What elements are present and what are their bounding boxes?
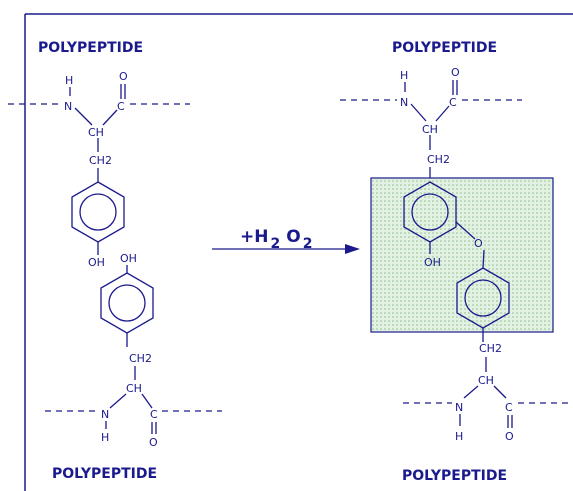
methylene-group: CH2: [129, 352, 152, 365]
alpha-carbon: CH: [126, 382, 142, 395]
left-structure: POLYPEPTIDE H N CH C O CH2 OH OH CH2 CH: [8, 40, 222, 482]
methylene-group: CH2: [479, 342, 502, 355]
methylene-group: CH2: [427, 153, 450, 166]
carbonyl-oxygen: O: [149, 436, 158, 449]
carbonyl-carbon: C: [117, 100, 125, 113]
crosslink-highlight-box: [370, 177, 554, 333]
hydroxyl-group: OH: [120, 252, 137, 265]
frame: [24, 13, 573, 491]
nitrogen-atom: N: [101, 408, 109, 421]
carbonyl-carbon: C: [505, 401, 513, 414]
carbonyl-carbon: C: [449, 96, 457, 109]
bridge-oxygen: O: [474, 237, 483, 250]
nitrogen-atom: N: [400, 96, 408, 109]
carbonyl-carbon: C: [150, 408, 158, 421]
carbonyl-oxygen: O: [119, 70, 128, 83]
hydrogen-atom: H: [455, 430, 463, 443]
hydroxyl-group: OH: [424, 256, 441, 269]
alpha-carbon: CH: [478, 374, 494, 387]
nitrogen-atom: N: [64, 100, 72, 113]
right-structure: POLYPEPTIDE H N CH C O CH2 OH O CH2: [340, 40, 573, 484]
polypeptide-label-top-left: POLYPEPTIDE: [38, 40, 143, 56]
hydroxyl-group: OH: [88, 256, 105, 269]
hydrogen-atom: H: [101, 431, 109, 444]
nitrogen-atom: N: [455, 401, 463, 414]
hydrogen-atom: H: [65, 74, 73, 87]
carbonyl-oxygen: O: [451, 66, 460, 79]
alpha-carbon: CH: [88, 126, 104, 139]
polypeptide-label-bottom-right: POLYPEPTIDE: [402, 468, 507, 484]
alpha-carbon: CH: [422, 123, 438, 136]
carbonyl-oxygen: O: [505, 430, 514, 443]
polypeptide-label-bottom-left: POLYPEPTIDE: [52, 466, 157, 482]
polypeptide-label-top-right: POLYPEPTIDE: [392, 40, 497, 56]
hydrogen-atom: H: [400, 69, 408, 82]
methylene-group: CH2: [89, 154, 112, 167]
